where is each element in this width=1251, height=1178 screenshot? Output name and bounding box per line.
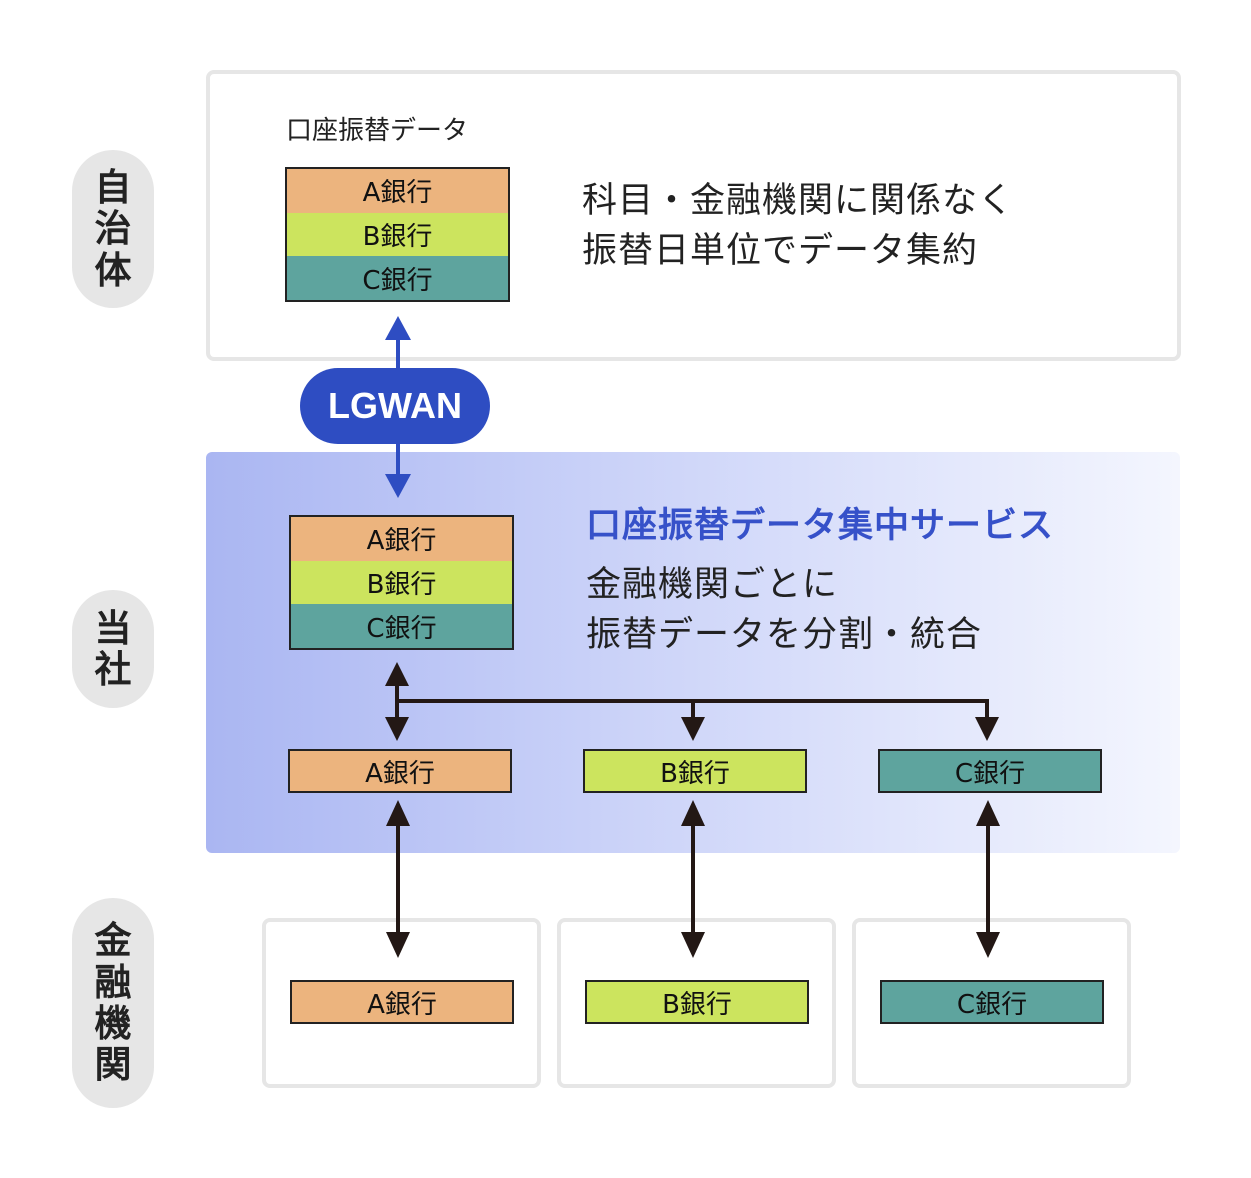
side-label-char: 金 — [94, 919, 132, 963]
lgwan-badge: LGWAN — [300, 368, 490, 444]
municipality-desc-line2: 振替日単位でデータ集約 — [582, 231, 979, 271]
service-title: 口座振替データ集中サービス — [586, 506, 1055, 546]
side-label-char: 社 — [94, 648, 132, 691]
arrow-down-icon — [975, 717, 999, 741]
side-label-char: 自 — [94, 165, 132, 209]
arrow-down-icon — [681, 932, 705, 958]
arrow-up-icon — [385, 662, 409, 686]
side-label-financial: 金 融 機 関 — [72, 898, 154, 1108]
arrow-up-icon — [386, 800, 410, 826]
side-label-char: 体 — [94, 248, 132, 292]
arrow-up-icon — [976, 800, 1000, 826]
arrow-down-icon — [386, 932, 410, 958]
financial-bank-b: B銀行 — [585, 980, 809, 1024]
data-title: 口座振替データ — [286, 116, 469, 146]
split-bank-b: B銀行 — [583, 749, 807, 793]
split-bank-a: A銀行 — [288, 749, 512, 793]
arrow-down-icon — [385, 474, 411, 498]
side-label-char: 融 — [94, 960, 132, 1004]
stack-bank-c: C銀行 — [291, 604, 512, 649]
side-label-char: 当 — [94, 606, 132, 650]
arrow-up-icon — [681, 800, 705, 826]
side-label-municipality: 自 治 体 — [72, 150, 154, 308]
side-label-char: 治 — [94, 207, 132, 251]
stack-bank-a: A銀行 — [287, 169, 508, 213]
municipality-data-stack: A銀行 B銀行 C銀行 — [285, 167, 510, 302]
stack-bank-b: B銀行 — [291, 560, 512, 605]
company-desc-line1: 金融機関ごとに — [586, 565, 839, 605]
split-bank-c: C銀行 — [878, 749, 1102, 793]
arrow-up-icon — [385, 316, 411, 340]
stack-bank-a: A銀行 — [291, 517, 512, 561]
stack-bank-c: C銀行 — [287, 256, 508, 301]
stack-bank-b: B銀行 — [287, 212, 508, 257]
municipality-desc-line1: 科目・金融機関に関係なく — [582, 181, 1015, 221]
side-label-char: 関 — [94, 1043, 132, 1087]
arrow-down-icon — [385, 717, 409, 741]
financial-bank-a: A銀行 — [290, 980, 514, 1024]
side-label-company: 当 社 — [72, 590, 154, 708]
company-desc-line2: 振替データを分割・統合 — [586, 615, 983, 655]
arrow-down-icon — [681, 717, 705, 741]
financial-bank-c: C銀行 — [880, 980, 1104, 1024]
company-data-stack: A銀行 B銀行 C銀行 — [289, 515, 514, 650]
arrow-down-icon — [976, 932, 1000, 958]
side-label-char: 機 — [94, 1002, 132, 1045]
